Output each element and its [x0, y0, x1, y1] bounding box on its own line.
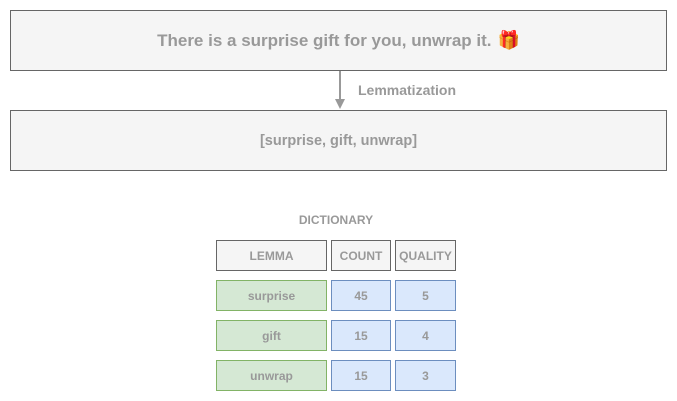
input-sentence-box: There is a surprise gift for you, unwrap…	[10, 10, 667, 71]
row-gift-count: 15	[331, 320, 391, 351]
row-surprise-lemma: surprise	[216, 280, 327, 311]
dictionary-title: DICTIONARY	[298, 213, 374, 227]
row-surprise-count: 45	[331, 280, 391, 311]
row-gift-quality: 4	[395, 320, 456, 351]
gift-icon: 🎁	[497, 30, 520, 50]
lemmatization-arrow	[335, 71, 345, 109]
header-count: COUNT	[331, 240, 391, 271]
row-gift-lemma: gift	[216, 320, 327, 351]
row-unwrap-count: 15	[331, 360, 391, 391]
row-unwrap-quality: 3	[395, 360, 456, 391]
lemma-list-box: [surprise, gift, unwrap]	[10, 110, 667, 171]
row-surprise-quality: 5	[395, 280, 456, 311]
row-unwrap-lemma: unwrap	[216, 360, 327, 391]
header-quality: QUALITY	[395, 240, 456, 271]
lemmatization-label: Lemmatization	[358, 82, 457, 98]
input-sentence-text: There is a surprise gift for you, unwrap…	[157, 30, 492, 50]
header-lemma: LEMMA	[216, 240, 327, 271]
lemma-list-text: [surprise, gift, unwrap]	[259, 132, 418, 149]
